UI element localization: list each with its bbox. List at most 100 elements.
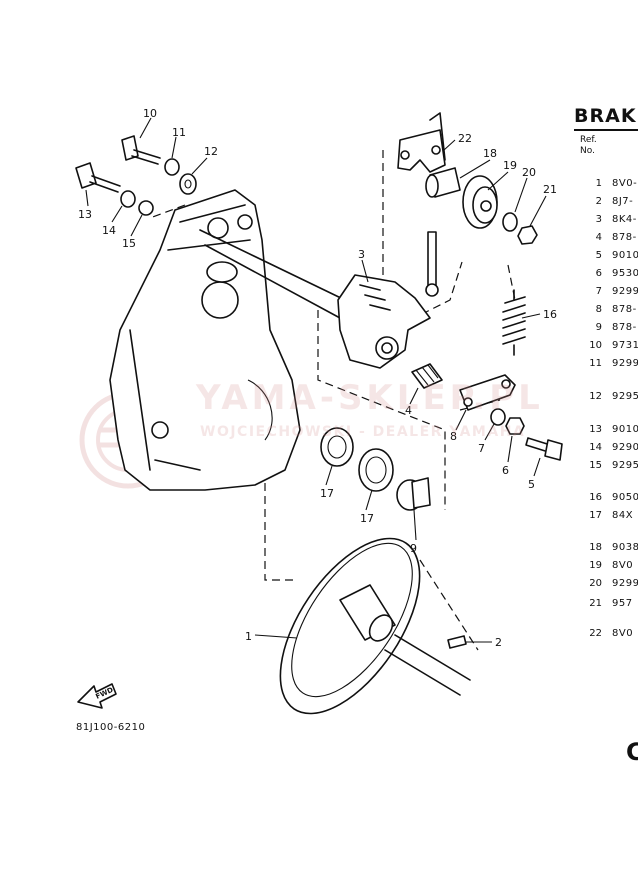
key-part	[447, 635, 467, 649]
part-number: 8J7-	[612, 196, 634, 207]
table-row: 10 9731	[574, 340, 638, 356]
ref-number: 2	[595, 196, 602, 207]
nut-6	[505, 417, 525, 435]
bushing-17a	[320, 427, 354, 467]
part-number: 8V0-	[612, 178, 638, 189]
ref-number: 1	[595, 178, 602, 189]
ref-number: 9	[595, 322, 602, 333]
ref-number: 5	[595, 250, 602, 261]
diagram-code: 81J100-6210	[76, 722, 146, 733]
callout-10: 10	[143, 107, 157, 120]
watermark-subtitle: WOJCIECHOWSKI - DEALER YAMAHA	[200, 424, 526, 440]
ref-number: 18	[589, 542, 602, 553]
collar-9	[396, 477, 431, 511]
callout-13: 13	[78, 208, 92, 221]
callout-8: 8	[450, 430, 457, 443]
callout-labels: 1 2 3 4 5 6 7 8 9 10 11 12 13 14 15 16 1…	[78, 107, 557, 649]
table-row: 1 8V0-	[574, 178, 638, 194]
ref-number: 21	[589, 598, 602, 609]
return-spring	[502, 289, 526, 356]
part-number: 9295	[612, 460, 638, 471]
washer-12	[179, 173, 197, 195]
part-number: 9299	[612, 286, 638, 297]
part-number: 8V0	[612, 628, 634, 639]
ref-number: 3	[595, 214, 602, 225]
part-number: 9299	[612, 578, 638, 589]
part-number: 9295	[612, 391, 638, 402]
callout-15: 15	[122, 237, 136, 250]
ref-number: 13	[589, 424, 602, 435]
table-row: 18 9038	[574, 542, 638, 558]
table-row: 20 9299	[574, 578, 638, 594]
pulley-19	[462, 175, 498, 229]
table-row: 12 9295	[574, 391, 638, 407]
caliper-body	[337, 231, 439, 369]
table-row: 9 878-	[574, 322, 638, 338]
parts-table: BRAKE Ref. No.	[574, 103, 638, 157]
callout-leaders	[85, 117, 547, 643]
part-number: 9038	[612, 542, 638, 553]
part-number: 8V0	[612, 560, 634, 571]
callout-20: 20	[522, 166, 536, 179]
callout-1: 1	[245, 630, 252, 643]
brake-disc	[279, 537, 471, 715]
table-row: 14 9290	[574, 442, 638, 458]
part-number: 9530	[612, 268, 638, 279]
washer-20	[502, 212, 518, 232]
part-number: 957	[612, 598, 633, 609]
ref-number: 12	[589, 391, 602, 402]
callout-2: 2	[495, 636, 502, 649]
callout-12: 12	[204, 145, 218, 158]
ref-number: 16	[589, 492, 602, 503]
brake-housing	[109, 189, 346, 491]
table-title: BRAKE	[574, 103, 638, 131]
callout-7: 7	[478, 442, 485, 455]
callout-19: 19	[503, 159, 517, 172]
part-number: 878-	[612, 322, 637, 333]
washer-14	[120, 190, 136, 208]
part-number: 84X	[612, 510, 634, 521]
part-number: 9010	[612, 424, 638, 435]
part-number: 9290	[612, 442, 638, 453]
ref-number: 14	[589, 442, 602, 453]
part-number: 9731	[612, 340, 638, 351]
bolt-13	[75, 162, 121, 193]
watermark-brand: YAMA-SKLEP.PL	[196, 378, 544, 418]
callout-18: 18	[483, 147, 497, 160]
callout-4: 4	[405, 404, 412, 417]
page-letter: C	[626, 738, 638, 766]
mount-bracket-22	[397, 112, 446, 173]
callout-5: 5	[528, 478, 535, 491]
callout-9: 9	[410, 542, 417, 555]
callout-21: 21	[543, 183, 557, 196]
washer-11	[164, 158, 180, 176]
ref-number: 15	[589, 460, 602, 471]
callout-17b: 17	[360, 512, 374, 525]
table-row: 13 9010	[574, 424, 638, 440]
callout-17a: 17	[320, 487, 334, 500]
table-row: 21 957	[574, 598, 638, 614]
ref-number: 10	[589, 340, 602, 351]
bolt-10	[121, 135, 161, 165]
adjuster-spring-small	[411, 363, 443, 389]
ref-number: 11	[589, 358, 602, 369]
ref-number: 8	[595, 304, 602, 315]
ref-no-header: Ref. No.	[580, 135, 597, 156]
collar-18	[425, 167, 461, 198]
bushing-17b	[358, 448, 394, 492]
ref-number: 20	[589, 578, 602, 589]
table-row: 3 8K4-	[574, 214, 638, 230]
washer-7	[490, 408, 506, 426]
part-number: 8K4-	[612, 214, 637, 225]
washer-15	[138, 200, 154, 216]
forward-arrow-icon: FWD	[77, 683, 117, 709]
